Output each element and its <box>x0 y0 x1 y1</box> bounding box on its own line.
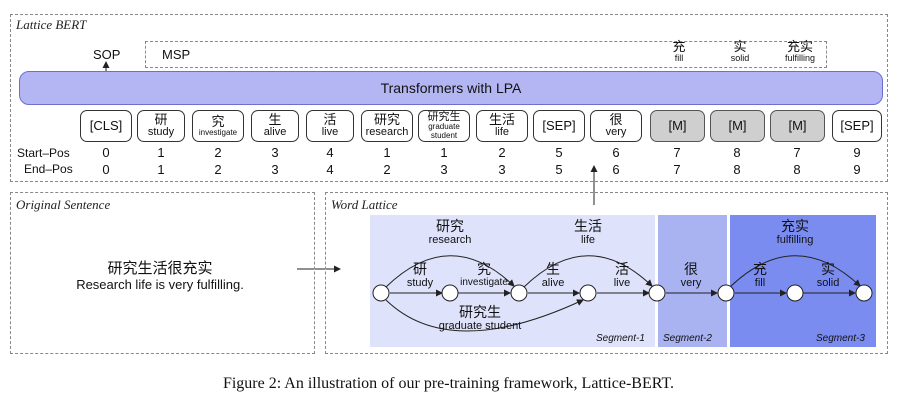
end-pos-value: 8 <box>733 162 741 177</box>
start-pos-value: 7 <box>673 145 681 160</box>
lattice-node-3 <box>579 284 597 302</box>
token-cls: [CLS] <box>80 110 132 142</box>
end-pos-value: 3 <box>498 162 506 177</box>
end-pos-value: 4 <box>326 162 334 177</box>
word-lattice-title: Word Lattice <box>331 197 398 212</box>
token-mask-3: [M] <box>770 110 825 142</box>
start-pos-value: 0 <box>102 145 110 160</box>
lattice-bert-title: Lattice BERT <box>16 17 87 32</box>
token-mask-1: [M] <box>650 110 705 142</box>
lattice-node-0 <box>372 284 390 302</box>
edge-yanjiu <box>385 255 515 288</box>
segment-3-label: Segment-3 <box>816 333 865 344</box>
end-pos-value: 7 <box>673 162 681 177</box>
start-pos-value: 3 <box>271 145 279 160</box>
original-sentence-panel <box>10 192 315 354</box>
transformer-bar: Transformers with LPA <box>19 71 883 105</box>
start-pos-value: 6 <box>612 145 620 160</box>
edge-yanjiusheng <box>385 299 584 332</box>
lattice-node-5 <box>717 284 735 302</box>
end-pos-value: 1 <box>157 162 165 177</box>
lattice-node-4 <box>648 284 666 302</box>
end-pos-value: 9 <box>853 162 861 177</box>
start-pos-value: 5 <box>555 145 563 160</box>
token-mask-2: [M] <box>710 110 765 142</box>
start-pos-value: 2 <box>214 145 222 160</box>
lattice-node-1 <box>441 284 459 302</box>
lattice-bert-panel <box>10 14 888 182</box>
end-pos-value: 2 <box>214 162 222 177</box>
start-pos-value: 9 <box>853 145 861 160</box>
start-pos-value: 1 <box>440 145 448 160</box>
original-sentence-title: Original Sentence <box>16 197 111 212</box>
end-pos-value: 2 <box>383 162 391 177</box>
start-pos-value: 2 <box>498 145 506 160</box>
edge-shenghuo <box>523 255 653 288</box>
end-pos-value: 0 <box>102 162 110 177</box>
end-pos-value: 3 <box>271 162 279 177</box>
start-pos-value: 1 <box>383 145 391 160</box>
figure-caption: Figure 2: An illustration of our pre-tra… <box>222 375 675 392</box>
sop-label: SOP <box>93 47 121 62</box>
segment-2-label: Segment-2 <box>663 333 712 344</box>
end-pos-value: 6 <box>612 162 620 177</box>
end-pos-value: 3 <box>440 162 448 177</box>
word-lattice-panel <box>325 192 888 354</box>
end-pos-value: 8 <box>793 162 801 177</box>
end-pos-label: End–Pos <box>24 162 73 176</box>
start-pos-label: Start–Pos <box>17 146 70 160</box>
sentence-zh: 研究生活很充实 <box>107 260 213 277</box>
token-sep-2: [SEP] <box>832 110 882 142</box>
token-sep-1: [SEP] <box>533 110 585 142</box>
segment-3-region <box>730 215 876 347</box>
msp-box <box>145 41 827 68</box>
start-pos-value: 7 <box>793 145 801 160</box>
end-pos-value: 5 <box>555 162 563 177</box>
start-pos-value: 8 <box>733 145 741 160</box>
start-pos-value: 4 <box>326 145 334 160</box>
start-pos-value: 1 <box>157 145 165 160</box>
segment-2-region <box>658 215 727 347</box>
lattice-node-7 <box>855 284 873 302</box>
lattice-node-2 <box>510 284 528 302</box>
segment-1-label: Segment-1 <box>596 333 645 344</box>
sentence-en: Research life is very fulfilling. <box>76 277 244 292</box>
lattice-node-6 <box>786 284 804 302</box>
msp-label: MSP <box>162 47 191 62</box>
edge-chongshi <box>729 255 861 288</box>
